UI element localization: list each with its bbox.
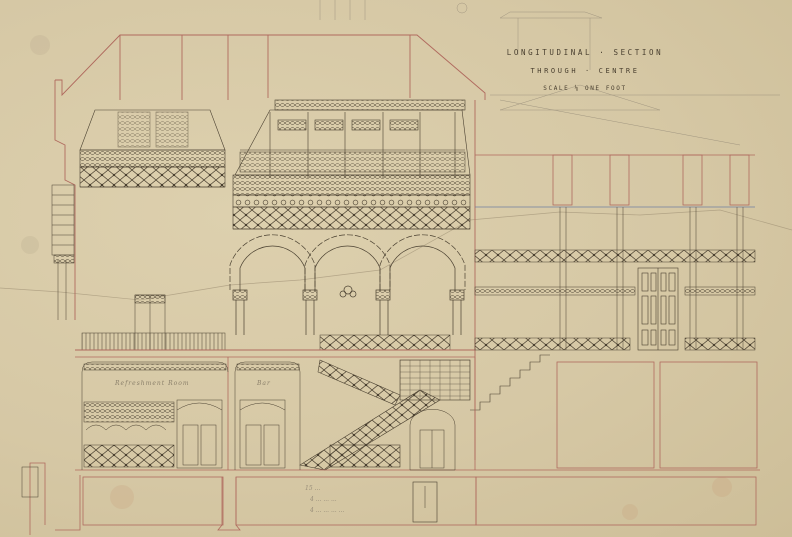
grand-staircase	[299, 354, 550, 471]
pencil-note-3: 4 ... ... ... ...	[310, 507, 345, 514]
ground-floor	[75, 357, 760, 471]
left-roof-lantern	[79, 109, 226, 188]
room-label-bar: Bar	[257, 380, 271, 387]
pencil-note-2: 4 ... ... ...	[310, 496, 337, 503]
basement	[21, 462, 757, 535]
pencil-sketches	[319, 0, 780, 146]
drawing-subtitle: THROUGH · CENTRE	[530, 67, 640, 75]
right-wall-friezes	[474, 207, 756, 351]
arcade-arches	[229, 234, 466, 335]
drawing-title-block: LONGITUDINAL · SECTION THROUGH · CENTRE …	[500, 48, 670, 92]
left-wall-column	[51, 184, 75, 320]
roof-outline	[54, 34, 486, 460]
paper-stains	[21, 35, 732, 520]
right-upper-piers	[475, 154, 755, 208]
drawing-title: LONGITUDINAL · SECTION	[506, 48, 664, 57]
first-floor-balcony	[75, 294, 475, 358]
pencil-note-1: 15 ...	[305, 485, 321, 492]
upper-right-double-door	[637, 267, 679, 351]
room-label-refreshment: Refreshment Room	[115, 380, 190, 387]
drawing-scale: SCALE ⅛ ONE FOOT	[543, 85, 627, 92]
central-roof-lantern	[232, 99, 471, 230]
